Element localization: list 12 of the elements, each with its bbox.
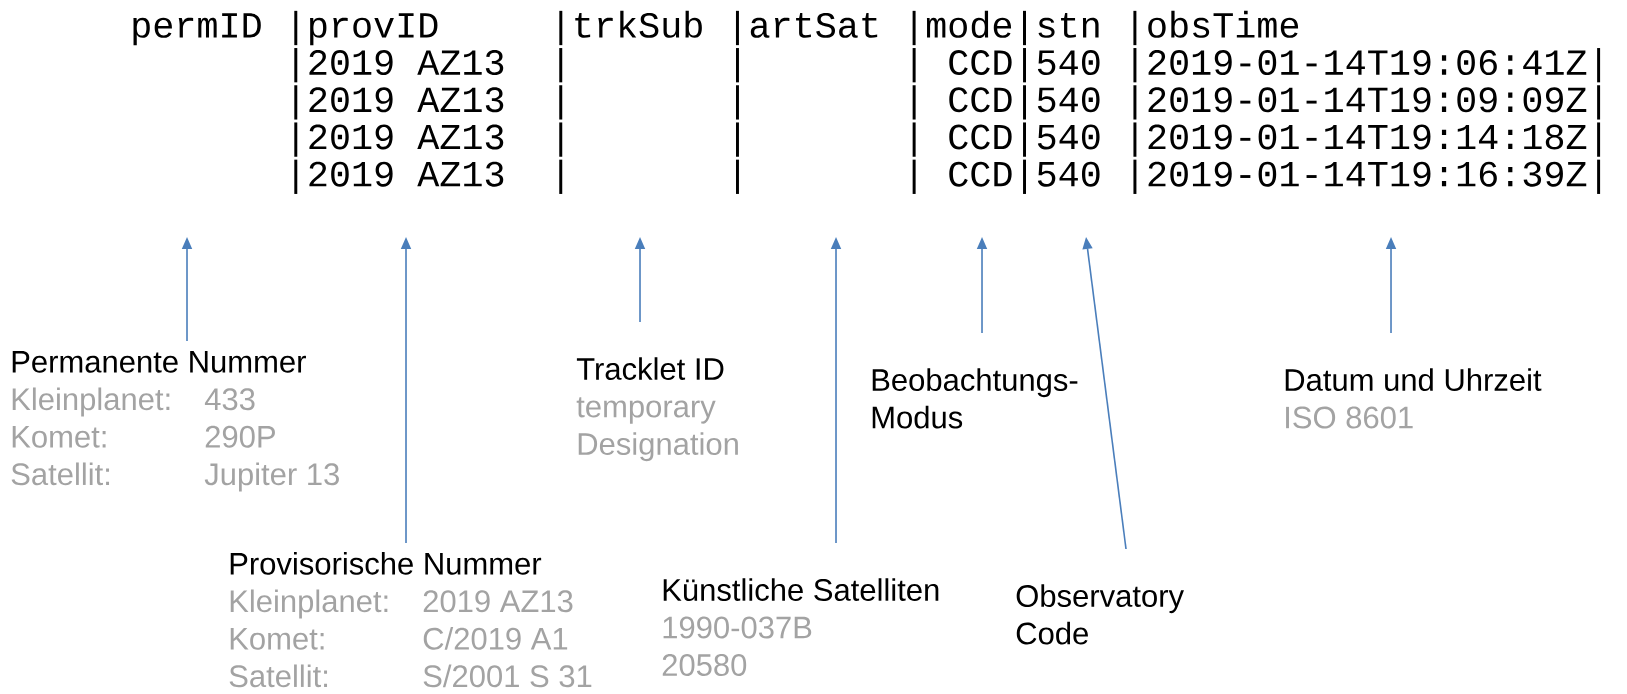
annotation-text: Provisorische Nummer Kleinplanet: 2019 AZ13 Komet: C/2019 A1 Satellit: S/2001 S 31 — [229, 551, 592, 688]
data-line: |2019 AZ13 | | | CCD|540 |2019-01-14T19:06:41Z| — [294, 48, 1601, 83]
annotation-text: Künstliche Satelliten 1990-037B 20580 — [662, 578, 939, 676]
data-line: |2019 AZ13 | | | CCD|540 |2019-01-14T19:09:09Z| — [294, 85, 1601, 120]
header-line: permID |provID |trkSub |artSat |mode|stn |obsTime — [133, 10, 1299, 46]
annotation-text: Datum und Uhrzeit ISO 8601 — [1285, 368, 1542, 429]
annotation-text: Beobachtungs- Modus — [872, 368, 1078, 429]
annotation-text: Tracklet ID temporary Designation — [576, 357, 738, 462]
data-line: |2019 AZ13 | | | CCD|540 |2019-01-14T19:14:18Z| — [294, 122, 1601, 157]
data-line: |2019 AZ13 | | | CCD|540 |2019-01-14T19:16:39Z| — [294, 159, 1601, 194]
annotation-text: Observatory Code — [1016, 584, 1184, 645]
annotation-text: Permanente Nummer Kleinplanet: 433 Komet: 290P Satellit: Jupiter 13 — [11, 351, 339, 492]
